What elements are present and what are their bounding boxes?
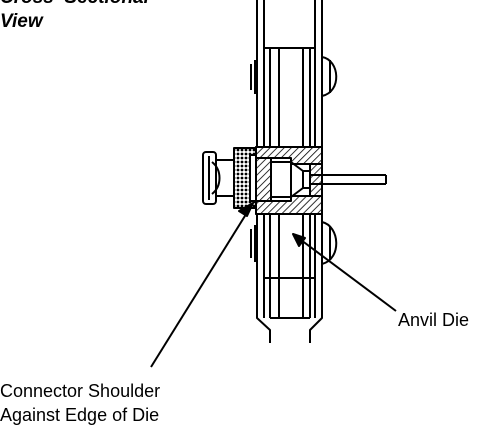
diagram-title-line-1: Cross–Sectional xyxy=(0,0,149,10)
anvil-die-label-text: Anvil Die xyxy=(398,310,470,330)
diagram-title: Cross–Sectional View xyxy=(0,0,149,34)
anvil-die-leader xyxy=(292,233,397,312)
connector-shoulder-label-line-2: Against Edge of Die xyxy=(0,405,160,425)
lower-pivot-bolt xyxy=(250,221,338,265)
diagram-title-line-2: View xyxy=(0,11,43,32)
anvil-die xyxy=(255,146,323,215)
anvil-die-label: Anvil Die xyxy=(398,308,469,332)
connector-shoulder-leader xyxy=(150,202,254,368)
connector-body xyxy=(202,147,257,209)
ferrule-cavity xyxy=(271,161,310,198)
connector-shoulder-label: Connector Shoulder Against Edge of Die xyxy=(0,379,160,427)
upper-pivot-bolt xyxy=(250,56,338,97)
connector-shoulder-label-line-1: Connector Shoulder xyxy=(0,381,161,401)
center-conductor xyxy=(310,174,387,185)
